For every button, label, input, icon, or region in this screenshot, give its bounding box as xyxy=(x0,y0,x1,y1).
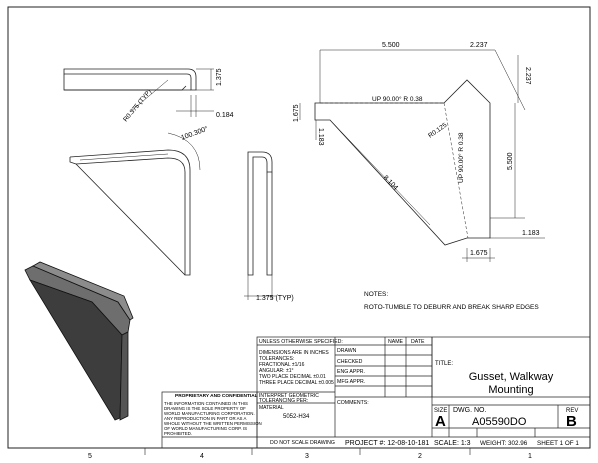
dim-flat-tab-right: 2.237 xyxy=(524,67,531,85)
row-drawn: DRAWN xyxy=(337,348,357,354)
scale-label: SCALE: 1:3 xyxy=(434,440,471,447)
zone-5: 5 xyxy=(88,453,92,460)
dim-bend-up-2: UP 90.00° R 0.38 xyxy=(457,132,465,183)
row-checked: CHECKED xyxy=(337,359,363,365)
title-block xyxy=(161,336,591,449)
dim-flat-tab-top: 2.237 xyxy=(470,42,488,49)
zone-4: 4 xyxy=(200,453,204,460)
size-value: A xyxy=(435,413,446,430)
isometric-view xyxy=(24,261,134,421)
dwg-no-label: DWG. NO. xyxy=(453,407,486,414)
dims-line4: ANGULAR: ±1° xyxy=(259,368,293,374)
unless-specified-label: UNLESS OTHERWISE SPECIFIED: xyxy=(259,339,343,345)
dwg-no-value: A05590DO xyxy=(472,416,527,428)
interpret-line1: INTERPRET GEOMETRIC xyxy=(259,393,319,399)
dim-top-offset: 0.184 xyxy=(216,112,234,119)
dim-flat-width-top: 5.500 xyxy=(382,42,400,49)
material-label: MATERIAL xyxy=(259,405,284,411)
dim-flat-diagonal: 8.104 xyxy=(382,174,399,191)
drawing-title-line2: Mounting xyxy=(488,384,533,396)
dim-flat-bottom-right: 1.183 xyxy=(522,230,540,237)
top-edge-view xyxy=(63,68,214,117)
dim-side-width: 1.375 (TYP) xyxy=(256,295,294,302)
dims-line1: DIMENSIONS ARE IN INCHES xyxy=(259,350,329,356)
col-name-header: NAME xyxy=(388,339,404,345)
weight-label: WEIGHT: 302.96 xyxy=(480,440,528,447)
dim-flat-height: 5.500 xyxy=(507,152,514,170)
row-eng-appr: ENG APPR. xyxy=(337,369,365,375)
dim-flat-bottom: 1.675 xyxy=(470,250,488,257)
dims-line2: TOLERANCES: xyxy=(259,356,294,362)
proprietary-line1: THE INFORMATION CONTAINED IN THIS xyxy=(164,401,248,406)
zone-3: 3 xyxy=(305,453,309,460)
proprietary-line3: WORLD MANUFACTURING CORPORATION. xyxy=(164,411,255,416)
dim-flat-left-small: 1.675 xyxy=(293,104,300,122)
size-label: SIZE xyxy=(434,408,447,414)
project-number: PROJECT #: 12-08-10-181 xyxy=(345,440,429,447)
proprietary-line4: ANY REPRODUCTION IN PART OR AS A xyxy=(164,416,246,421)
dim-flat-radius: R0.125 xyxy=(427,122,448,140)
dims-line3: FRACTIONAL ±1/16 xyxy=(259,362,305,368)
notes-line1: ROTO-TUMBLE TO DEBURR AND BREAK SHARP ED… xyxy=(364,304,539,311)
sheet-label: SHEET 1 OF 1 xyxy=(537,440,579,447)
front-view xyxy=(69,132,201,276)
interpret-line2: TOLERANCING PER: xyxy=(259,398,308,404)
row-comments: COMMENTS: xyxy=(337,400,369,406)
side-view xyxy=(244,151,276,300)
proprietary-title: PROPRIETARY AND CONFIDENTIAL xyxy=(175,393,258,399)
rev-label: REV xyxy=(566,408,578,414)
dim-top-height: 1.375 xyxy=(216,68,223,86)
dims-line6: THREE PLACE DECIMAL ±0.005 xyxy=(259,380,334,386)
row-mfg-appr: MFG APPR. xyxy=(337,379,365,385)
do-not-scale-label: DO NOT SCALE DRAWING xyxy=(270,440,335,446)
proprietary-line2: DRAWING IS THE SOLE PROPERTY OF xyxy=(164,406,246,411)
zone-2: 2 xyxy=(418,453,422,460)
drawing-title-line1: Gusset, Walkway xyxy=(469,371,554,383)
dim-flat-left-inner: 1.183 xyxy=(317,128,324,146)
zone-1: 1 xyxy=(528,453,532,460)
proprietary-line7: PROHIBITED. xyxy=(164,431,192,436)
material-value: 5052-H34 xyxy=(283,414,310,420)
proprietary-line5: WHOLE WITHOUT THE WRITTEN PERMISSION xyxy=(164,421,262,426)
flat-pattern-view xyxy=(299,49,545,262)
dim-bend-angle: 100.300° xyxy=(180,125,209,142)
proprietary-line6: OF WORLD MANUFACTURING CORP. IS xyxy=(164,426,247,431)
rev-value: B xyxy=(566,413,577,430)
dim-top-radius: R0.375 (TYP) xyxy=(122,88,153,123)
notes-heading: NOTES: xyxy=(364,291,388,298)
col-date-header: DATE xyxy=(411,339,425,345)
dims-line5: TWO PLACE DECIMAL ±0.01 xyxy=(259,374,326,380)
title-label: TITLE: xyxy=(435,361,453,367)
dim-bend-up-1: UP 90.00° R 0.38 xyxy=(372,95,423,103)
